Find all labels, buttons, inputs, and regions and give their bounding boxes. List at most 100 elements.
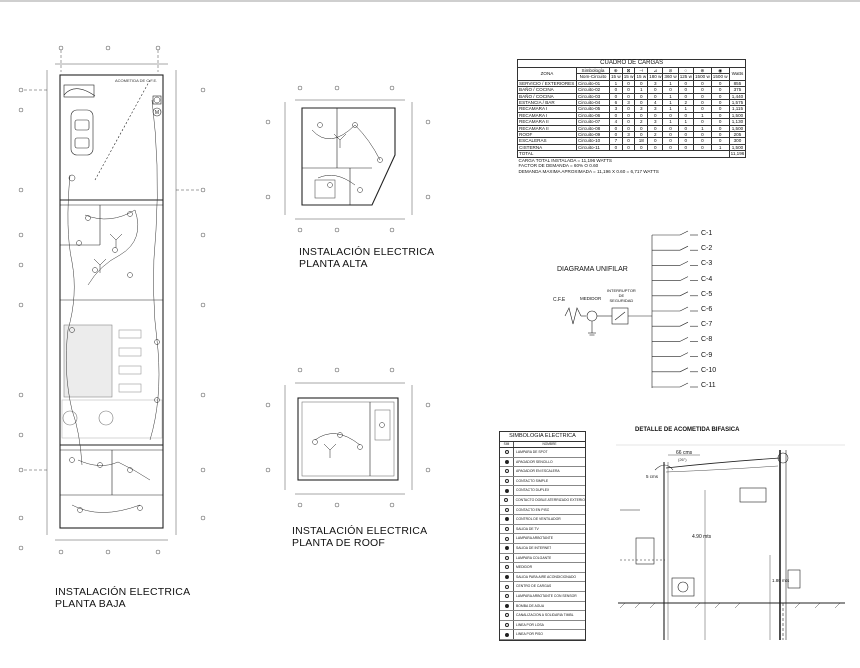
wattage-cell: 15 w <box>634 73 649 81</box>
symbology-row: LAMPARA DE SPOT <box>500 448 585 458</box>
symbology-row: LINEA POR LOSA <box>500 620 585 631</box>
load-cell: 205 <box>728 131 747 139</box>
symbology-row: SALIDA DE INTERNET <box>500 543 585 554</box>
load-cell: 855 <box>728 79 747 88</box>
load-cell: 0 <box>710 124 730 133</box>
unifilar-diagram <box>564 230 698 388</box>
branch-breaker <box>679 352 689 357</box>
circuit-label: C-6 <box>701 306 713 313</box>
interruptor-label: INTERRUPTOR DE SEGURIDAD <box>607 288 636 303</box>
symbol-icon <box>500 505 514 515</box>
symbol-name: APAGADOR EN ESCALERA <box>516 469 560 474</box>
branch-breaker <box>679 291 689 297</box>
symbol-icon <box>500 630 514 639</box>
acometida-detail-drawing <box>616 444 845 640</box>
circuit-label: C-7 <box>701 321 713 329</box>
load-cell: Circuito-02 <box>576 86 610 94</box>
circuit-label: C-3 <box>701 260 713 268</box>
load-table: CUADRO DE CARGAS ZONA Simbología ⊕ ⊠ ⊣ ⊿… <box>516 59 747 174</box>
acometida-cfe-label: ACOMETIDA DE C.F.E. <box>115 78 158 83</box>
load-cell: 2 <box>677 98 694 107</box>
load-cell: 0 <box>710 79 730 88</box>
symbology-row: LAMPARA ARBOTANTE <box>500 534 585 544</box>
symbology-row: APAGADOR EN ESCALERA <box>500 467 585 477</box>
watts-header: Watts <box>728 67 747 81</box>
interruptor-line-2: DE <box>618 293 625 298</box>
planta-roof-title-line-1: INSTALACIÓN ELECTRICA <box>292 525 428 537</box>
load-cell: Circuito-10 <box>576 137 610 145</box>
symbol-name: CONTACTO SIMPLE <box>516 478 549 483</box>
symbol-name: MEDIDOR <box>516 565 533 570</box>
wattage-cell: 15 w <box>609 73 623 81</box>
branch-breaker <box>679 337 689 342</box>
circuit-label: C-11 <box>701 382 716 389</box>
medidor-label: MEDIDOR <box>580 296 602 301</box>
symbol-icon <box>500 563 514 572</box>
symbol-icon <box>500 553 514 563</box>
symbology-row: CENTRO DE CARGAS <box>500 582 585 592</box>
symbol-icon <box>500 524 514 534</box>
planta-baja-plan: M <box>18 45 206 555</box>
load-cell: 1,500 <box>728 111 747 120</box>
symbology-row: CONTROL DE VENTILADOR <box>500 515 585 525</box>
load-cell: 1,500 <box>728 124 747 133</box>
circuit-label: C-9 <box>701 351 713 359</box>
circuit-header: Nom-Circuito <box>576 73 610 81</box>
branch-breaker <box>679 230 689 236</box>
acometida-detail-title: DETALLE DE ACOMETIDA BIFASICA <box>635 427 740 433</box>
branch-breaker <box>679 382 689 388</box>
load-cell: 375 <box>728 86 747 94</box>
symbology-row: CANALIZACION A SOLIDARIA TIMBL <box>500 611 585 621</box>
load-cell: 1,500 <box>728 143 747 152</box>
symbol-name: CONTACTO DOBLE ATERRIZADO EXTERIOR <box>515 497 585 502</box>
circuit-label: C-2 <box>701 245 713 253</box>
unifilar-title: DIAGRAMA UNIFILAR <box>557 266 628 273</box>
circuit-label: C-1 <box>701 230 713 237</box>
symbology-table: SIMBOLOGIA ELECTRICA SIM NOMBRE LAMPARA … <box>499 431 586 641</box>
load-cell: Circuito-03 <box>576 92 610 101</box>
load-cell: 1 <box>677 118 694 126</box>
symbol-icon <box>500 582 514 591</box>
load-cell: 0 <box>677 124 694 133</box>
symbol-icon <box>500 495 514 505</box>
dim-5-label: 5 cms <box>646 474 659 479</box>
symbol-name: LINEA POR LOSA <box>516 622 544 627</box>
load-table-caption: CUADRO DE CARGAS <box>516 59 747 68</box>
symbology-row: SALIDA DE TV <box>500 524 585 535</box>
load-cell: Circuito-07 <box>576 118 610 126</box>
symbol-name: SALIDA DE TV <box>516 526 539 531</box>
planta-alta-plan <box>265 85 431 233</box>
symbol-icon <box>500 620 514 630</box>
symbology-row: CONTACTO EN PISO <box>500 505 585 516</box>
symbology-row: SALIDA PARA AIRE ACONDICIONADO <box>500 572 585 583</box>
load-cell: SERVICIO / EXTERIORES <box>517 79 577 88</box>
symbol-icon <box>500 476 514 486</box>
top-border <box>0 0 860 2</box>
svg-text:M: M <box>155 110 159 116</box>
symbology-col-sim: SIM <box>500 442 514 447</box>
load-cell: 0 <box>677 131 694 139</box>
total-watts: 11,196 <box>728 150 747 158</box>
symbol-name: LAMPARA ARBOTANTE CON SENSOR <box>516 593 577 598</box>
load-cell: 0 <box>710 131 730 139</box>
symbol-icon <box>500 486 514 495</box>
symbol-name: SALIDA PARA AIRE ACONDICIONADO <box>516 574 577 579</box>
symbol-icon <box>500 457 514 467</box>
symbology-row: APAGADOR SENCILLO <box>500 457 585 468</box>
load-cell: 0 <box>710 86 730 94</box>
planta-alta-title-line-1: INSTALACIÓN ELECTRICA <box>299 246 435 258</box>
symbology-row: LAMPARA ARBOTANTE CON SENSOR <box>500 591 585 602</box>
planta-roof-title: INSTALACIÓN ELECTRICA PLANTA DE ROOF <box>292 525 427 549</box>
dim-66-label: 66 cms <box>676 450 693 456</box>
zone-header: ZONA <box>517 67 577 81</box>
planta-baja-title: INSTALACIÓN ELECTRICA PLANTA BAJA <box>55 586 190 610</box>
planta-baja-title-line-2: PLANTA BAJA <box>55 598 126 610</box>
load-note: FACTOR DE DEMANDA = 60% O 0.60 <box>518 163 599 169</box>
wattage-cell: 360 w <box>662 73 679 81</box>
